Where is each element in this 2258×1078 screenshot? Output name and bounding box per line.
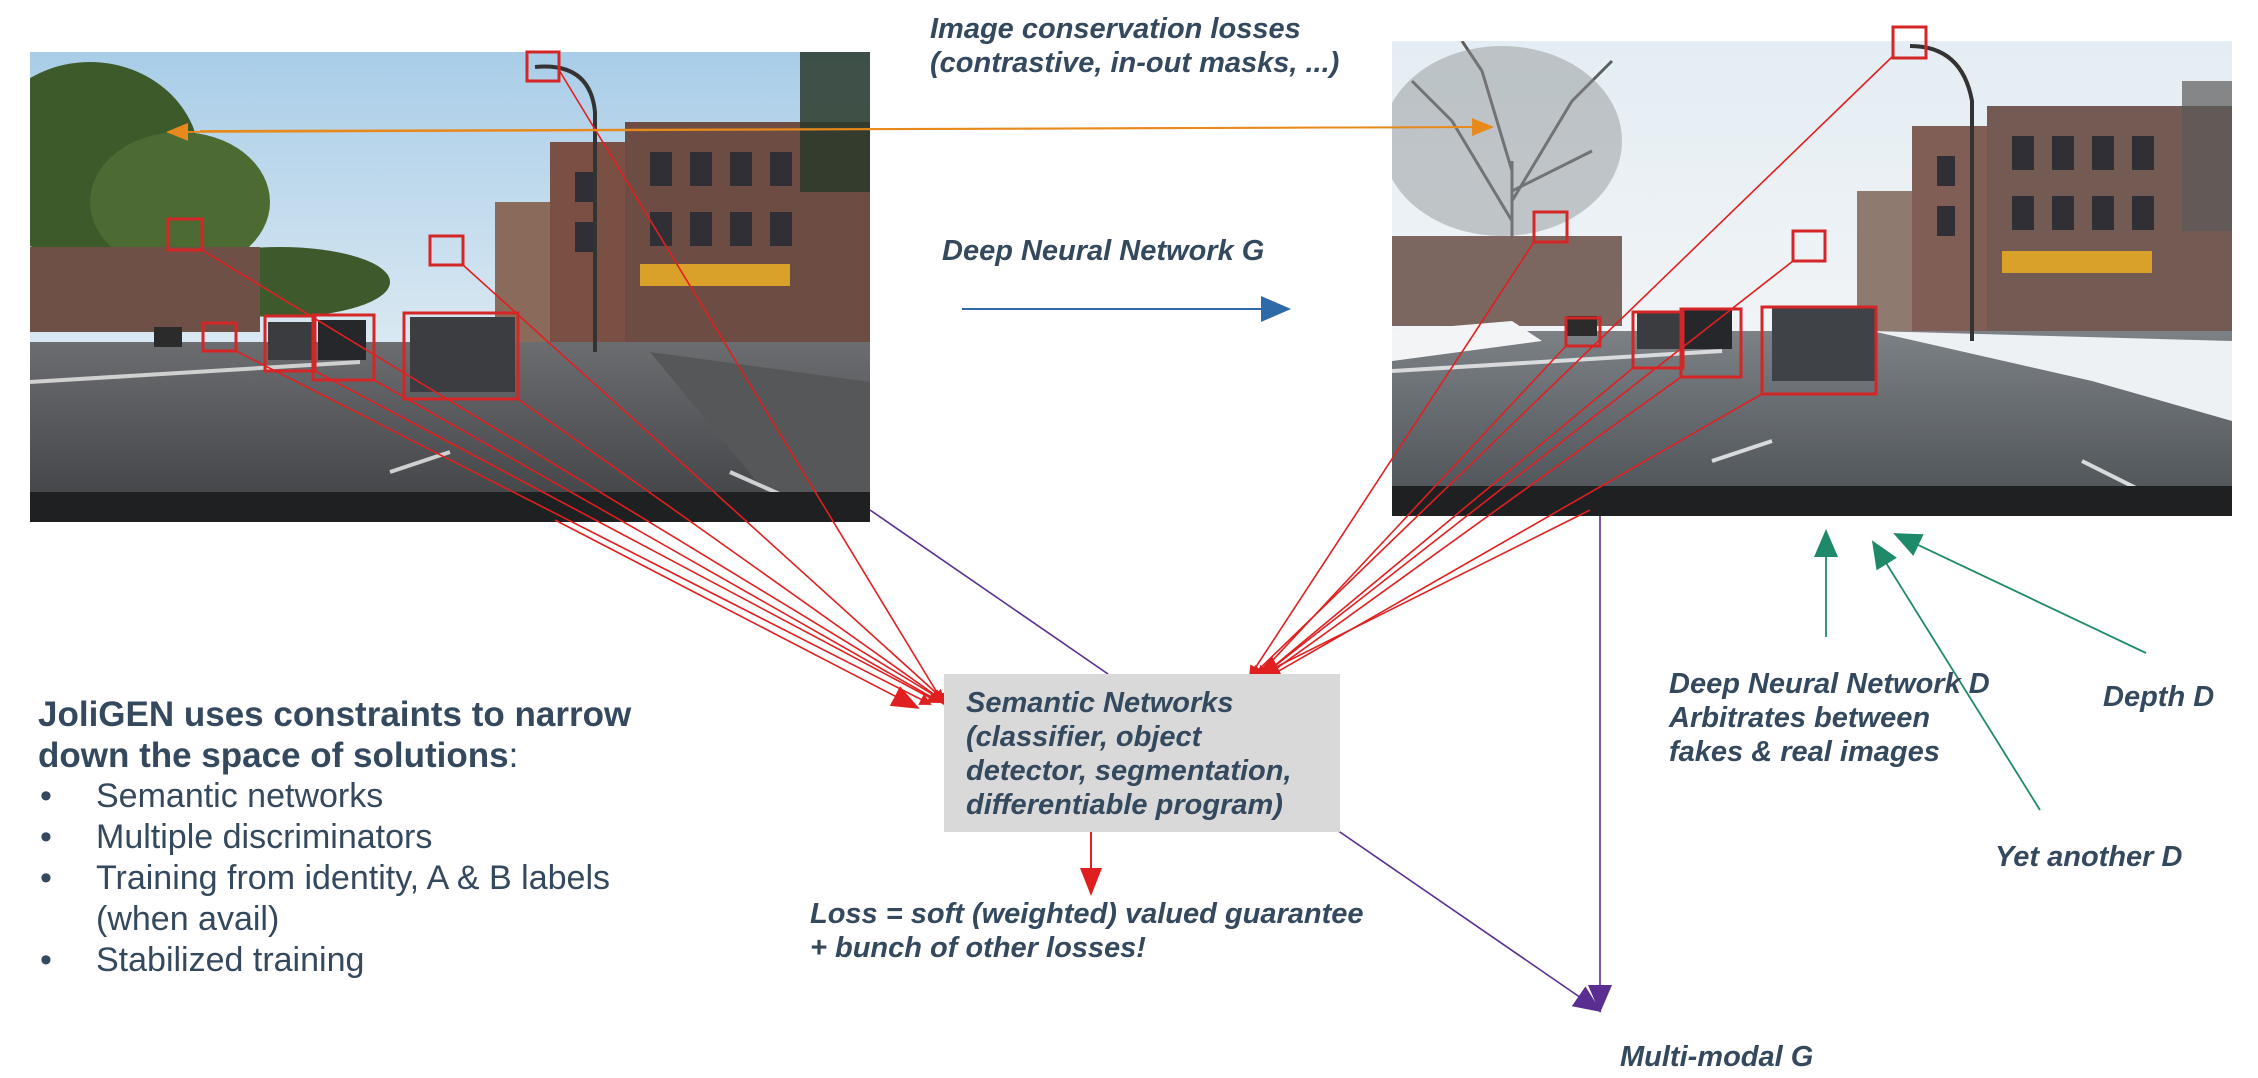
multimodal-g-label: Multi-modal G <box>1620 1041 1814 1073</box>
summary-heading: JoliGEN uses constraints to narrow down … <box>38 694 678 776</box>
generated-box-traffic-light <box>1791 229 1827 263</box>
source-detection-boxes <box>166 50 561 401</box>
source-box-car-2 <box>311 313 376 382</box>
source-box-traffic-light <box>428 234 465 267</box>
source-street-photo <box>30 52 870 522</box>
dnn-d-label-line2: Arbitrates between <box>1669 702 1931 734</box>
summary-bullets: Semantic networks Multiple discriminator… <box>38 776 698 981</box>
source-box-car-big <box>402 311 520 401</box>
loss-label-line2: + bunch of other losses! <box>810 932 1146 964</box>
source-box-car-small <box>201 321 238 353</box>
discriminator-arrows <box>1814 529 2147 811</box>
multimodal-links <box>869 509 1612 1013</box>
source-box-streetlight <box>525 50 561 83</box>
generated-box-sign <box>1532 210 1569 244</box>
generated-box-car-2 <box>1679 307 1743 379</box>
bullet-item: Semantic networks <box>38 776 698 817</box>
dnn-g-label: Deep Neural Network G <box>942 235 1265 267</box>
source-detection-links <box>201 69 946 709</box>
generated-box-streetlight <box>1891 25 1928 60</box>
bullet-item: Training from identity, A & B labels (wh… <box>38 858 698 940</box>
generated-detection-boxes <box>1532 25 1928 396</box>
semantic-networks-box: Semantic Networks (classifier, object de… <box>944 674 1340 832</box>
summary-heading-text: JoliGEN uses constraints to narrow down … <box>38 695 632 775</box>
yet-another-d-label: Yet another D <box>1995 841 2183 873</box>
generated-detection-links <box>1248 55 1894 679</box>
source-box-car-1 <box>263 314 317 373</box>
generated-box-car-small <box>1564 316 1602 348</box>
conservation-label: Image conservation losses (contrastive, … <box>930 13 1340 79</box>
depth-d-label: Depth D <box>2103 681 2215 713</box>
bullet-item: Multiple discriminators <box>38 817 698 858</box>
semantic-networks-label: Semantic Networks (classifier, object de… <box>966 687 1292 821</box>
source-box-sign-left <box>166 217 204 252</box>
conservation-arrow <box>166 118 1494 141</box>
dnn-d-label-line1: Deep Neural Network D <box>1669 668 1990 700</box>
generated-box-car-big <box>1760 305 1878 396</box>
loss-label-line1: Loss = soft (weighted) valued guarantee <box>810 898 1364 930</box>
summary-heading-colon: : <box>508 736 519 775</box>
generated-street-photo <box>1392 41 2232 516</box>
generated-box-car-1 <box>1631 310 1685 370</box>
dnn-d-label-line3: fakes & real images <box>1669 736 1940 768</box>
bullet-item: Stabilized training <box>38 940 698 981</box>
